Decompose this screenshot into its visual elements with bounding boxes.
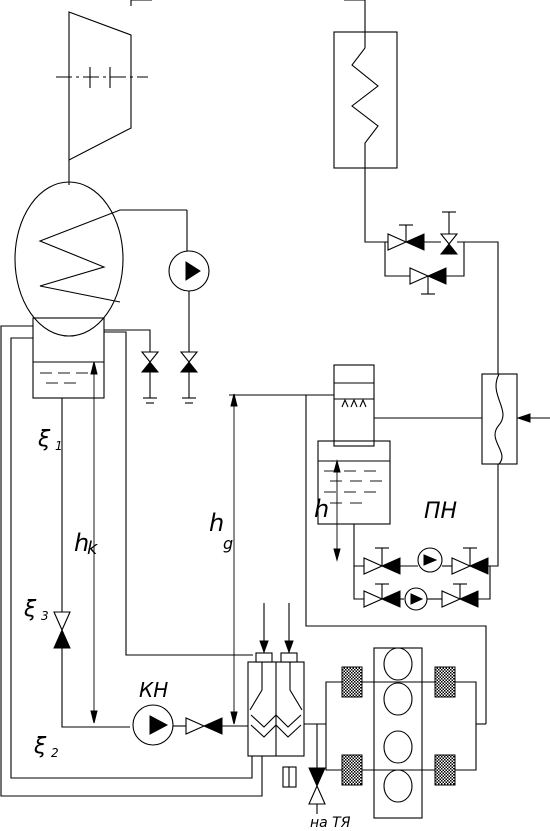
circulation-pump bbox=[168, 210, 210, 352]
feed-pumps-pn bbox=[353, 547, 491, 611]
label-hk: h bbox=[74, 529, 89, 557]
label-xi3: ξ bbox=[23, 597, 37, 622]
label-hg-sub: g bbox=[223, 534, 233, 553]
superheater bbox=[333, 0, 398, 243]
regulating-valve-group bbox=[384, 211, 499, 374]
label-hk-sub: k bbox=[87, 538, 99, 559]
condenser bbox=[247, 603, 305, 757]
label-h: h bbox=[314, 495, 329, 523]
label-xi1-sub: 1 bbox=[55, 439, 63, 453]
label-hg: h bbox=[209, 509, 224, 537]
hk-dimension bbox=[90, 361, 98, 724]
label-pn: ПН bbox=[424, 499, 457, 524]
label-xi1: ξ bbox=[37, 427, 51, 452]
filter-bank bbox=[304, 647, 486, 819]
deaerator bbox=[305, 364, 487, 724]
label-xi2: ξ bbox=[33, 734, 47, 759]
valve-xi3 bbox=[53, 611, 71, 649]
labels: ξ 1 h k ξ 3 ξ 2 КН h g h ПН на ТЯ bbox=[23, 427, 457, 831]
label-xi2-sub: 2 bbox=[51, 746, 59, 760]
regenerative-heater bbox=[478, 373, 550, 567]
turbine bbox=[56, 0, 152, 185]
natural-circulation-loops bbox=[0, 325, 263, 797]
condensate-pump-kn bbox=[132, 704, 248, 746]
label-kn: КН bbox=[139, 678, 168, 702]
hg-dimension bbox=[229, 393, 334, 725]
reactor-vessel bbox=[14, 181, 187, 399]
drain-valves bbox=[104, 329, 199, 404]
label-na-tya: на ТЯ bbox=[310, 815, 351, 831]
label-xi3-sub: 3 bbox=[41, 609, 49, 623]
